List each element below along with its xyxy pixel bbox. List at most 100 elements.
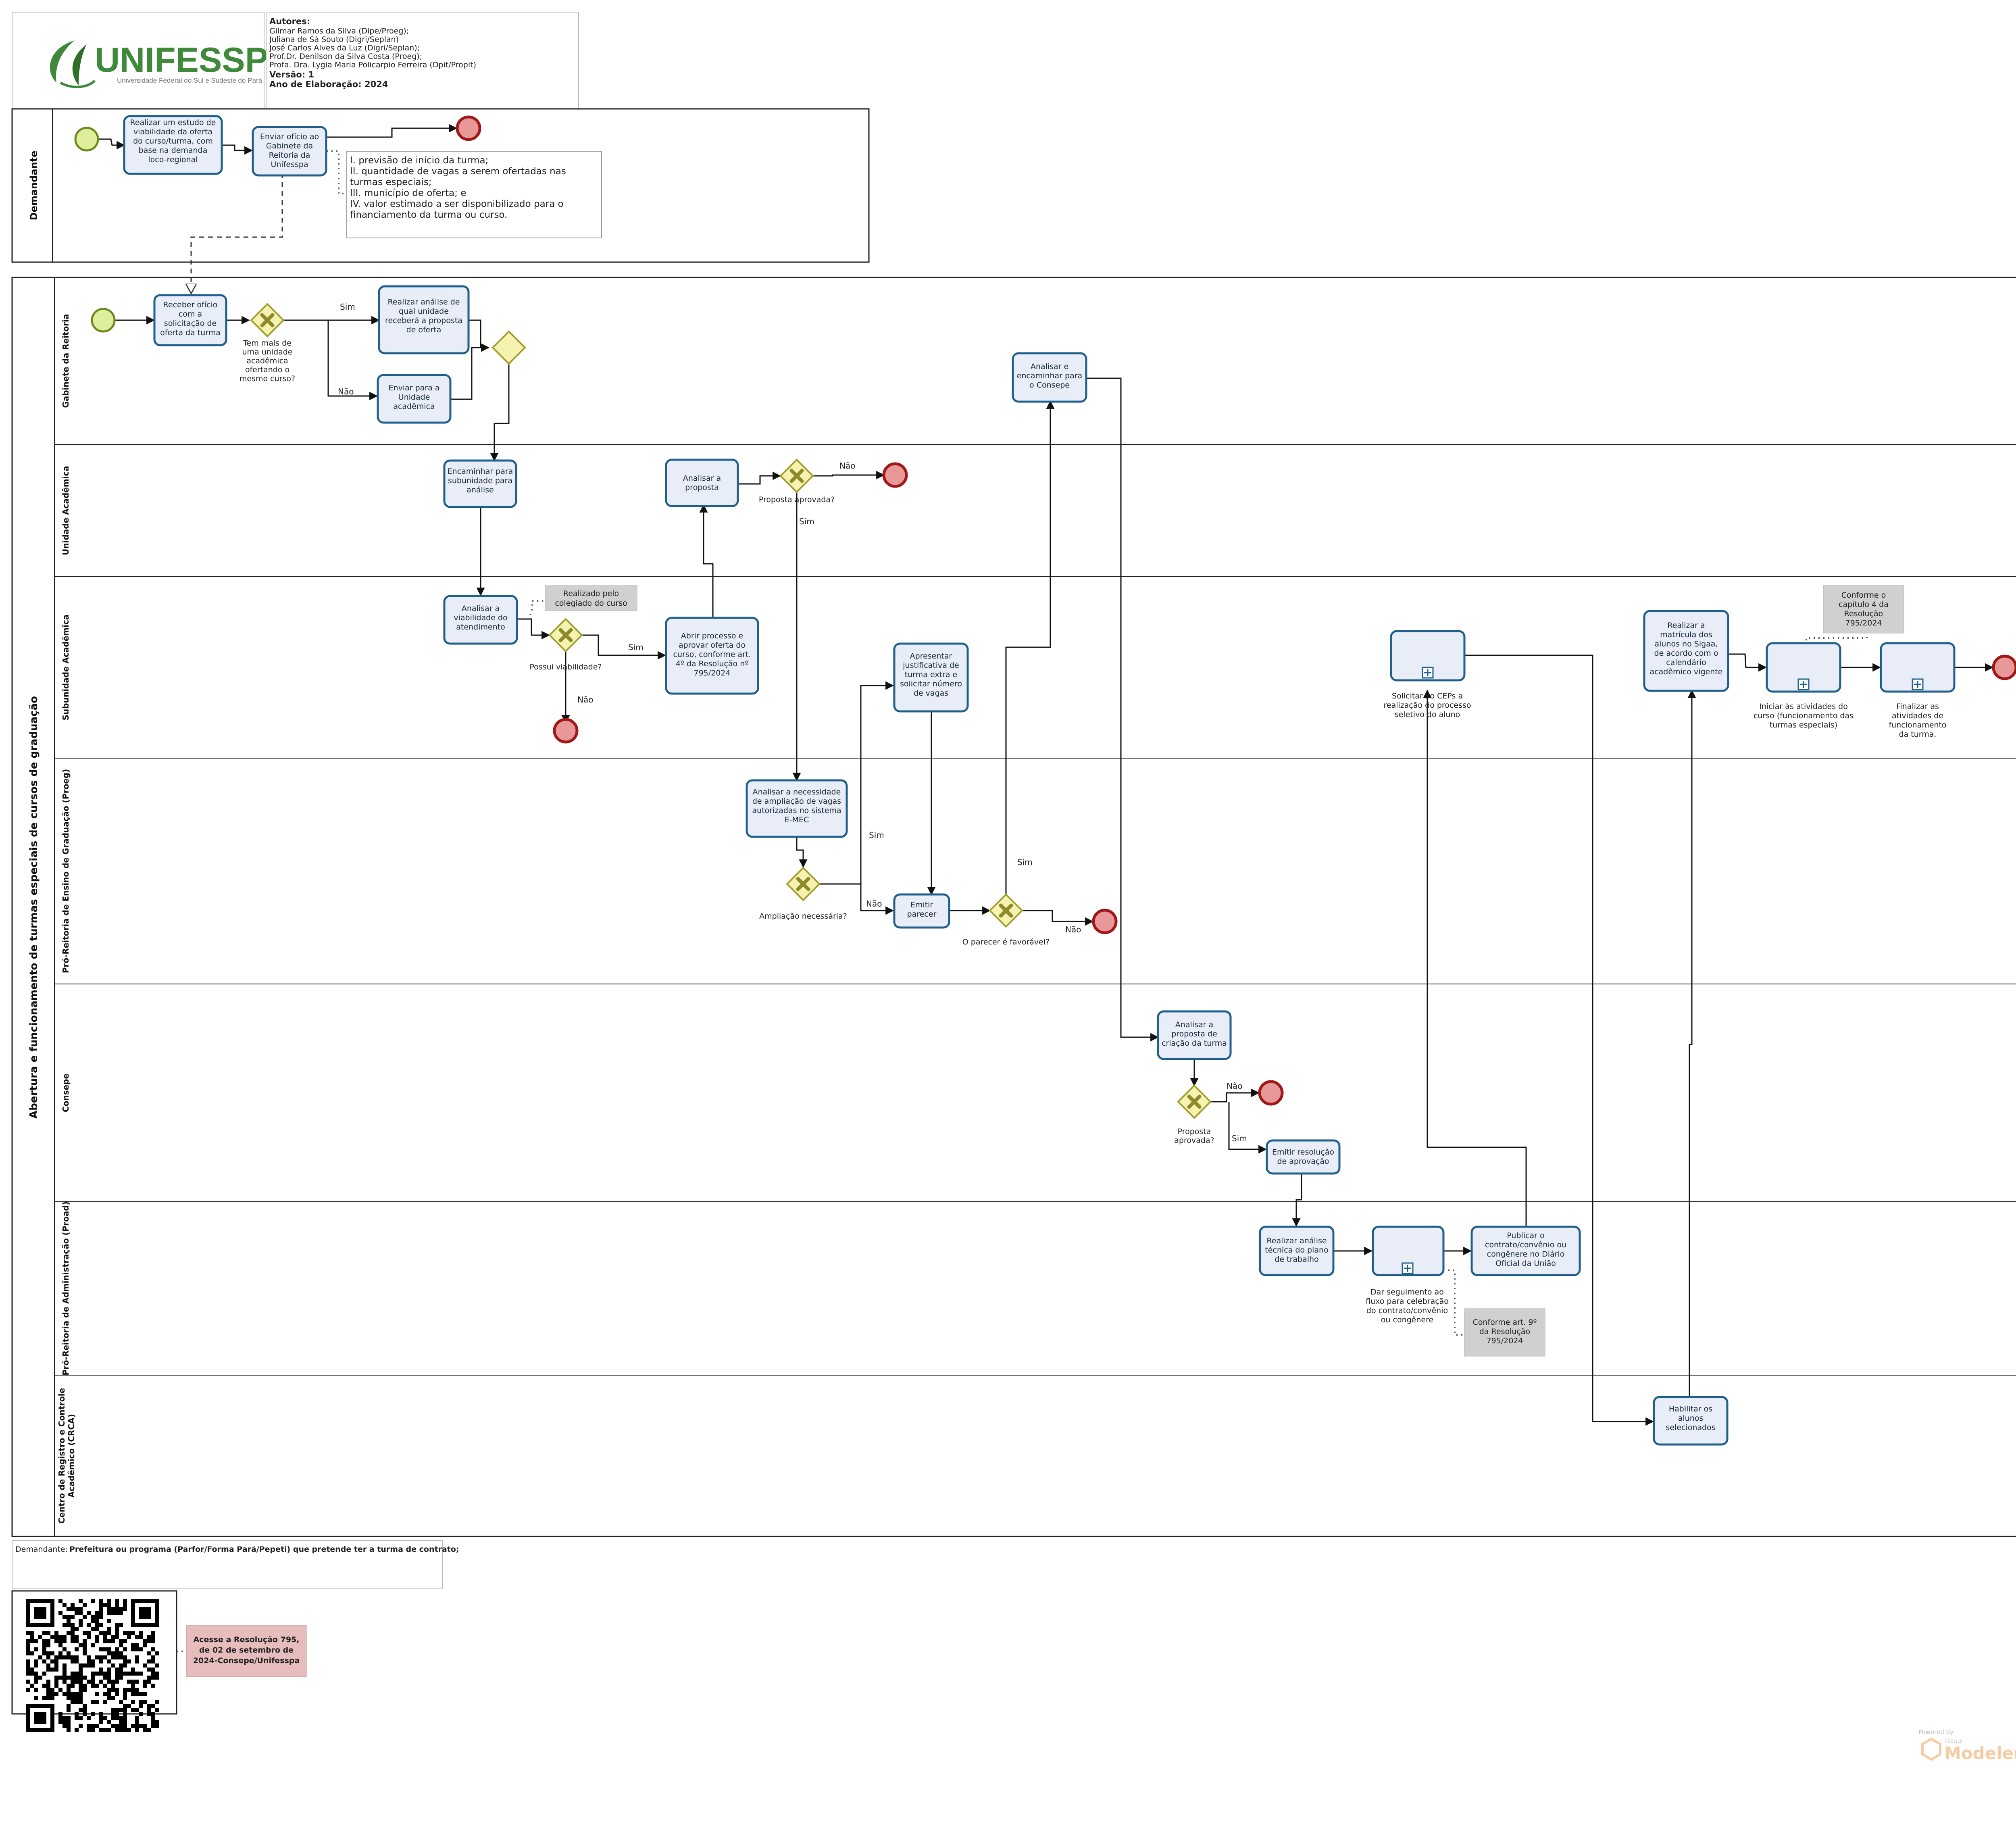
flow-label-sim: Sim <box>869 830 884 840</box>
gateway-merge[interactable] <box>492 330 526 365</box>
task-label: de ampliação de vagas <box>752 797 841 806</box>
lane-consepe-label: Consepe <box>61 1074 71 1112</box>
task-label: acadêmico vigente <box>1650 667 1723 676</box>
task-label: Enviar ofício ao <box>260 132 319 141</box>
note-line: de 02 de setembro de <box>199 1646 294 1655</box>
subprocess-label: seletivo do aluno <box>1395 710 1460 719</box>
task-publicar[interactable]: Publicar o contrato/convênio ou congêner… <box>1470 1226 1581 1276</box>
note-line: Resolução <box>1844 609 1883 618</box>
task-enviar-unidade[interactable]: Enviar para a Unidade acadêmica <box>377 374 452 424</box>
task-label: Emitir <box>910 900 933 909</box>
authors-box: Autores: Gilmar Ramos da Silva (Dipe/Pro… <box>266 12 579 109</box>
end-event[interactable] <box>1992 655 2016 680</box>
gateway-labels: Tem mais de uma unidade acadêmica oferta… <box>240 339 1214 1145</box>
gateway-proposta-aprovada-consepe[interactable] <box>1177 1084 1212 1119</box>
gateway-label: Possui viabilidade? <box>529 663 602 671</box>
task-label: atendimento <box>456 623 505 632</box>
task-label: justificativa de <box>902 661 959 670</box>
author-line: Prof.Dr. Denilson da Silva Costa (Proeg)… <box>269 52 422 61</box>
subprocess-label: realização do processo <box>1383 701 1471 710</box>
logo-leaf-icon <box>50 40 96 88</box>
gateway-label: mesmo curso? <box>240 374 295 383</box>
subprocess-label: fluxo para celebração <box>1366 1297 1449 1306</box>
subprocess-finalizar[interactable] <box>1880 642 1956 693</box>
end-event[interactable] <box>553 718 579 744</box>
task-encaminhar-subunidade[interactable]: Encaminhar para subunidade para análise <box>443 459 517 508</box>
task-label: oferta da turma <box>160 328 221 337</box>
subprocess-label: funcionamento <box>1889 721 1946 730</box>
task-analisar-consepe-enc[interactable]: Analisar e encaminhar para o Consepe <box>1012 352 1087 403</box>
task-label: Analisar e <box>1031 362 1068 371</box>
task-label: encaminhar para <box>1017 371 1082 380</box>
task-label: contrato/convênio ou <box>1485 1240 1566 1249</box>
task-realizar-matricula[interactable]: Realizar a matrícula dos alunos no Sigaa… <box>1643 610 1729 692</box>
subprocess-label: turmas especiais) <box>1770 721 1837 730</box>
flow-label-nao: Não <box>866 899 882 909</box>
note-line: Conforme o <box>1841 591 1886 600</box>
subprocess-dar-seguimento[interactable] <box>1372 1226 1445 1276</box>
task-abrir-processo[interactable]: Abrir processo e aprovar oferta do curso… <box>665 617 759 695</box>
pool-demandante-label: Demandante <box>28 151 40 221</box>
flow-label-sim: Sim <box>1232 1134 1247 1143</box>
task-label: de oferta <box>406 325 442 334</box>
gateway-possui-viabilidade[interactable] <box>548 618 583 652</box>
task-label: subunidade para <box>448 476 512 485</box>
task-label: receberá a proposta <box>385 316 462 325</box>
subprocess-label: curso (funcionamento das <box>1754 711 1854 720</box>
note-line: 795/2024 <box>1845 619 1882 627</box>
task-label: Publicar o <box>1507 1231 1544 1240</box>
task-estudo[interactable]: Realizar um estudo de viabilidade da ofe… <box>123 115 223 175</box>
task-emitir-parecer[interactable]: Emitir parecer <box>893 893 950 929</box>
task-label: solicitação de <box>164 319 217 328</box>
task-label: de acordo com o <box>1654 649 1718 658</box>
gateway-tem-mais[interactable] <box>250 303 285 338</box>
task-analisar-viabilidade[interactable]: Analisar a viabilidade do atendimento <box>443 595 518 645</box>
task-habilitar[interactable]: Habilitar os alunos selecionados <box>1653 1396 1729 1446</box>
task-label: E-MEC <box>785 815 809 824</box>
task-label: autorizadas no sistema <box>752 806 841 815</box>
end-event[interactable] <box>1258 1080 1284 1106</box>
task-analise-tecnica[interactable]: Realizar análise técnica do plano de tra… <box>1259 1226 1335 1276</box>
task-receber-oficio[interactable]: Receber ofício com a solicitação de ofer… <box>153 294 227 346</box>
task-analisar-vagas[interactable]: Analisar a necessidade de ampliação de v… <box>746 779 848 838</box>
task-label: Apresentar <box>910 652 952 661</box>
qr-code-icon[interactable] <box>26 1599 159 1732</box>
task-apresentar-justificativa[interactable]: Apresentar justificativa de turma extra … <box>893 642 969 713</box>
note-resolucao-link[interactable]: Acesse a Resolução 795, de 02 de setembr… <box>186 1625 307 1677</box>
task-label: aprovar oferta do <box>679 641 746 650</box>
subprocess-iniciar[interactable] <box>1766 642 1841 693</box>
logo-name: UNIFESSPA <box>95 41 291 79</box>
bizagi-cube-icon <box>1921 1737 1941 1761</box>
gateway-label: O parecer é favorável? <box>962 938 1050 946</box>
task-label: parecer <box>907 910 937 919</box>
start-event[interactable] <box>91 308 116 333</box>
gateway-proposta-aprovada-ua[interactable] <box>779 459 814 493</box>
end-event[interactable] <box>882 462 908 488</box>
task-emitir-resolucao[interactable]: Emitir resolução de aprovação <box>1266 1139 1341 1175</box>
task-analise-unidade[interactable]: Realizar análise de qual unidade receber… <box>378 285 470 354</box>
note-line: 795/2024 <box>1486 1336 1523 1345</box>
task-label: viabilidade da oferta <box>133 127 212 136</box>
legend-prefix: Demandante: <box>15 1545 68 1554</box>
legend-text: Prefeitura ou programa (Parfor/Forma Par… <box>69 1545 459 1554</box>
expand-icon <box>1404 1265 1411 1272</box>
lane-unidade-label: Unidade Acadêmica <box>61 466 71 555</box>
gateway-label: uma unidade <box>242 348 292 356</box>
lane-proad-label: Pró-Reitoria de Administração (Proad) <box>61 1201 71 1376</box>
task-analisar-proposta[interactable]: Analisar a proposta <box>665 459 739 507</box>
task-label: Analisar a <box>1175 1020 1213 1029</box>
task-enviar-oficio[interactable]: Enviar ofício ao Gabinete da Reitoria da… <box>252 126 327 177</box>
note-line: Conforme art. 9º <box>1473 1318 1537 1327</box>
gateway-parecer-favoravel[interactable] <box>989 893 1023 928</box>
subprocess-label: Iniciar às atividades do <box>1759 702 1848 711</box>
task-label: Enviar para a <box>389 384 440 392</box>
gateway-ampliacao[interactable] <box>786 867 821 901</box>
start-event[interactable] <box>74 127 99 152</box>
task-label: alunos <box>1678 1414 1704 1423</box>
subprocess-label: Dar seguimento ao <box>1370 1288 1444 1297</box>
task-analisar-criacao[interactable]: Analisar a proposta de criação da turma <box>1157 1010 1232 1060</box>
end-event[interactable] <box>1092 909 1118 934</box>
task-label: análise <box>467 486 494 494</box>
subprocess-solicitar-ceps[interactable] <box>1390 630 1466 682</box>
end-event[interactable] <box>456 115 481 141</box>
